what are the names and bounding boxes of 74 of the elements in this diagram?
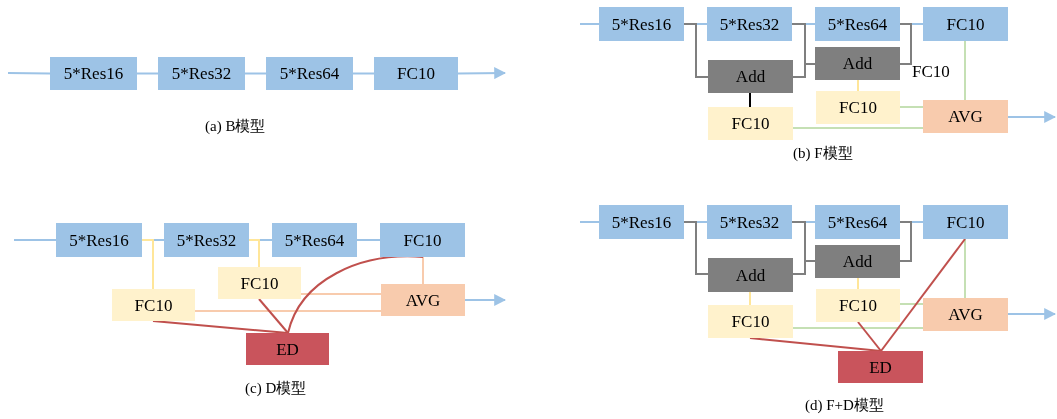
layer-box: FC10	[374, 57, 458, 90]
connector-line	[300, 293, 382, 295]
connector-line	[136, 72, 159, 75]
connector-line	[7, 72, 51, 75]
ed-box: ED	[246, 333, 329, 365]
connector-line	[356, 239, 381, 241]
layer-box: 5*Res16	[50, 57, 137, 90]
connector-line	[749, 92, 751, 108]
connector-line	[899, 106, 924, 108]
average-box: AVG	[923, 298, 1008, 331]
connector-line	[194, 310, 382, 312]
connector-line	[422, 256, 424, 285]
average-box: AVG	[381, 284, 465, 316]
layer-box: 5*Res16	[599, 205, 684, 239]
connector-line	[964, 238, 966, 299]
layer-box: 5*Res64	[815, 205, 900, 239]
branch-box: FC10	[112, 289, 195, 321]
connector-line	[579, 23, 600, 25]
layer-box: 5*Res64	[266, 57, 353, 90]
connector-line	[857, 79, 859, 92]
connector-line	[899, 221, 912, 262]
figure-caption: (d) F+D模型	[805, 398, 884, 413]
layer-box: FC10	[923, 7, 1008, 41]
arrow	[457, 67, 507, 80]
branch-box: FC10	[816, 289, 900, 322]
add-box: Add	[815, 47, 900, 80]
connector-line	[579, 221, 600, 223]
arrow	[1007, 308, 1057, 320]
connector-line	[880, 238, 966, 352]
connector-line	[749, 337, 882, 352]
add-box: Add	[708, 60, 793, 93]
connector-line	[152, 320, 289, 334]
connector-line	[248, 239, 260, 268]
figure-caption: (b) F模型	[793, 146, 853, 161]
layer-box: FC10	[380, 223, 465, 257]
arrow	[464, 294, 507, 306]
layer-box: 5*Res32	[707, 205, 792, 239]
connector-line	[899, 23, 912, 65]
connector-line	[141, 239, 154, 290]
ed-box: ED	[838, 351, 923, 383]
connector-line	[244, 72, 267, 75]
connector-line	[683, 221, 709, 275]
connector-line	[683, 23, 709, 78]
connector-line	[352, 72, 375, 75]
branch-box: FC10	[708, 305, 793, 338]
branch-box: FC10	[218, 267, 301, 299]
add-box: Add	[815, 245, 900, 278]
text-label: FC10	[912, 63, 950, 80]
connector-line	[258, 298, 289, 334]
figure-caption: (c) D模型	[245, 381, 307, 396]
connector-line	[792, 327, 924, 329]
arrow	[1007, 111, 1057, 123]
figure-caption: (a) B模型	[205, 119, 266, 134]
connector-line	[964, 40, 966, 101]
connector-line	[857, 321, 882, 352]
layer-box: 5*Res32	[707, 7, 792, 41]
branch-box: FC10	[708, 107, 793, 140]
connector-line	[791, 23, 816, 65]
add-box: Add	[708, 258, 793, 292]
layer-box: 5*Res64	[272, 223, 357, 257]
connector-line	[791, 221, 816, 262]
connector-line	[857, 277, 859, 290]
layer-box: FC10	[923, 205, 1008, 239]
layer-box: 5*Res64	[815, 7, 900, 41]
branch-box: FC10	[816, 91, 900, 124]
connector-line	[749, 291, 751, 306]
average-box: AVG	[923, 100, 1008, 133]
layer-box: 5*Res32	[164, 223, 249, 257]
layer-box: 5*Res32	[158, 57, 245, 90]
layer-box: 5*Res16	[599, 7, 684, 41]
connector-line	[792, 127, 924, 129]
connector-line	[899, 303, 924, 305]
connector-line	[13, 239, 57, 241]
layer-box: 5*Res16	[56, 223, 142, 257]
